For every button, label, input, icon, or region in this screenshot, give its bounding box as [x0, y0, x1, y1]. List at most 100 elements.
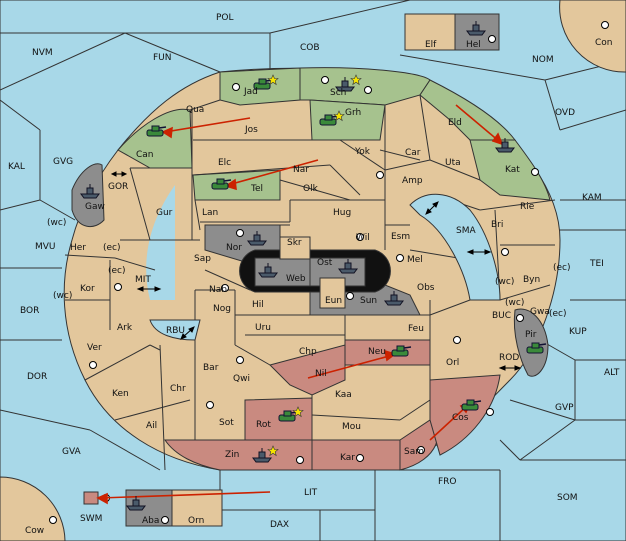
fleet-unit-aba[interactable]: [126, 496, 146, 511]
region-sch[interactable]: [299, 67, 431, 106]
supply-centers: [49, 21, 609, 524]
region-swm-marker: [83, 491, 99, 505]
label-uru: Uru: [255, 323, 271, 333]
fleet-unit-ost[interactable]: [338, 259, 358, 274]
army-unit-cos[interactable]: [461, 399, 482, 411]
region-kat-north[interactable]: [469, 139, 551, 201]
label-ail: Ail: [146, 421, 157, 431]
army-unit-tel[interactable]: [211, 178, 232, 190]
label-rod: ROD: [499, 353, 519, 363]
region-eld[interactable]: [419, 79, 517, 141]
fleet-unit-hel[interactable]: [466, 21, 486, 36]
label-lit: LIT: [304, 488, 318, 498]
label-nor: Nor: [226, 243, 242, 253]
label-sma: SMA: [456, 226, 476, 236]
label-bar: Bar: [203, 363, 219, 373]
rose-power-regions: [164, 339, 501, 471]
label-jad: Jad: [243, 87, 258, 97]
units-layer: [80, 21, 547, 511]
label-mvu: MVU: [35, 242, 56, 252]
fleet-unit-nor[interactable]: [247, 231, 267, 246]
region-eun[interactable]: [319, 277, 346, 309]
label-con: Con: [595, 38, 613, 48]
label-chp: Chp: [299, 347, 317, 357]
region-con[interactable]: [559, 0, 626, 73]
label-coast-byn-wc: (wc): [495, 277, 514, 287]
region-cow[interactable]: [0, 476, 66, 541]
region-grh[interactable]: [309, 99, 386, 141]
label-coast-gwa-ec: (ec): [549, 309, 567, 319]
label-ark: Ark: [117, 323, 133, 333]
label-dor: DOR: [27, 372, 47, 382]
fleet-unit-gaw[interactable]: [80, 184, 100, 199]
label-feu: Feu: [408, 324, 424, 334]
region-orn[interactable]: [171, 489, 223, 527]
region-zin[interactable]: [164, 439, 313, 471]
label-yok: Yok: [354, 147, 371, 157]
region-cos[interactable]: [429, 374, 501, 456]
fleet-unit-zin[interactable]: [252, 448, 272, 463]
label-ost: Ost: [317, 258, 333, 268]
army-unit-rot[interactable]: [278, 410, 299, 422]
label-rie: Rie: [520, 202, 535, 212]
label-tei: TEI: [589, 259, 604, 269]
label-hil: Hil: [252, 300, 264, 310]
label-can: Can: [136, 150, 154, 160]
label-sam: Sam: [404, 447, 424, 457]
label-nom: NOM: [532, 55, 554, 65]
army-unit-can[interactable]: [146, 125, 167, 137]
army-unit-grh[interactable]: [319, 114, 340, 126]
fleet-unit-sch[interactable]: [335, 77, 355, 92]
label-chr: Chr: [170, 384, 186, 394]
region-nil[interactable]: [269, 344, 346, 396]
label-bri: Bri: [491, 220, 503, 230]
label-coast-gvg-wc: (wc): [47, 218, 66, 228]
label-rot: Rot: [256, 420, 271, 430]
label-coast-her-ec: (ec): [103, 243, 121, 253]
label-orn: Orn: [188, 516, 204, 526]
label-nab: Nab: [209, 285, 227, 295]
region-pir[interactable]: [513, 308, 549, 377]
label-sch: Sch: [330, 88, 346, 98]
label-amp: Amp: [402, 176, 423, 186]
province-labels: POL NVM FUN COB NOM Con Elf Hel OVD KAL …: [8, 13, 620, 536]
army-unit-neu[interactable]: [391, 345, 412, 357]
label-her: Her: [70, 243, 86, 253]
army-unit-pir[interactable]: [526, 342, 547, 354]
label-mel: Mel: [407, 255, 423, 265]
region-skr[interactable]: [279, 236, 311, 260]
fleet-unit-kat[interactable]: [495, 138, 515, 153]
label-gvg: GVG: [53, 157, 73, 167]
star-icon: [333, 110, 345, 122]
label-lan: Lan: [202, 208, 218, 218]
label-car: Car: [405, 148, 421, 158]
label-cos: Cos: [452, 413, 469, 423]
label-mit: MIT: [135, 275, 151, 285]
label-nar: Nar: [293, 165, 309, 175]
label-pol: POL: [216, 13, 234, 23]
region-tel[interactable]: [192, 169, 281, 201]
label-ovd: OVD: [555, 108, 575, 118]
label-elc: Elc: [218, 158, 231, 168]
label-ken: Ken: [112, 389, 129, 399]
inner-sea-west: [146, 185, 175, 300]
label-grh: Grh: [345, 108, 361, 118]
label-tel: Tel: [250, 184, 263, 194]
label-aba: Aba: [142, 516, 159, 526]
label-qua: Qua: [186, 105, 204, 115]
region-elf[interactable]: [404, 13, 456, 51]
label-nvm: NVM: [32, 48, 53, 58]
label-gvp: GVP: [555, 403, 574, 413]
label-hug: Hug: [333, 208, 351, 218]
region-can[interactable]: [117, 108, 193, 169]
label-zin: Zin: [225, 450, 239, 460]
star-icon: [267, 74, 279, 86]
label-eun: Eun: [325, 296, 342, 306]
fleet-unit-sun[interactable]: [384, 291, 404, 306]
label-kaa: Kaa: [335, 390, 352, 400]
label-nog: Nog: [213, 304, 231, 314]
fleet-unit-web[interactable]: [258, 263, 278, 278]
label-neu: Neu: [368, 347, 386, 357]
label-buc: BUC: [492, 311, 511, 321]
region-kar[interactable]: [311, 439, 401, 471]
